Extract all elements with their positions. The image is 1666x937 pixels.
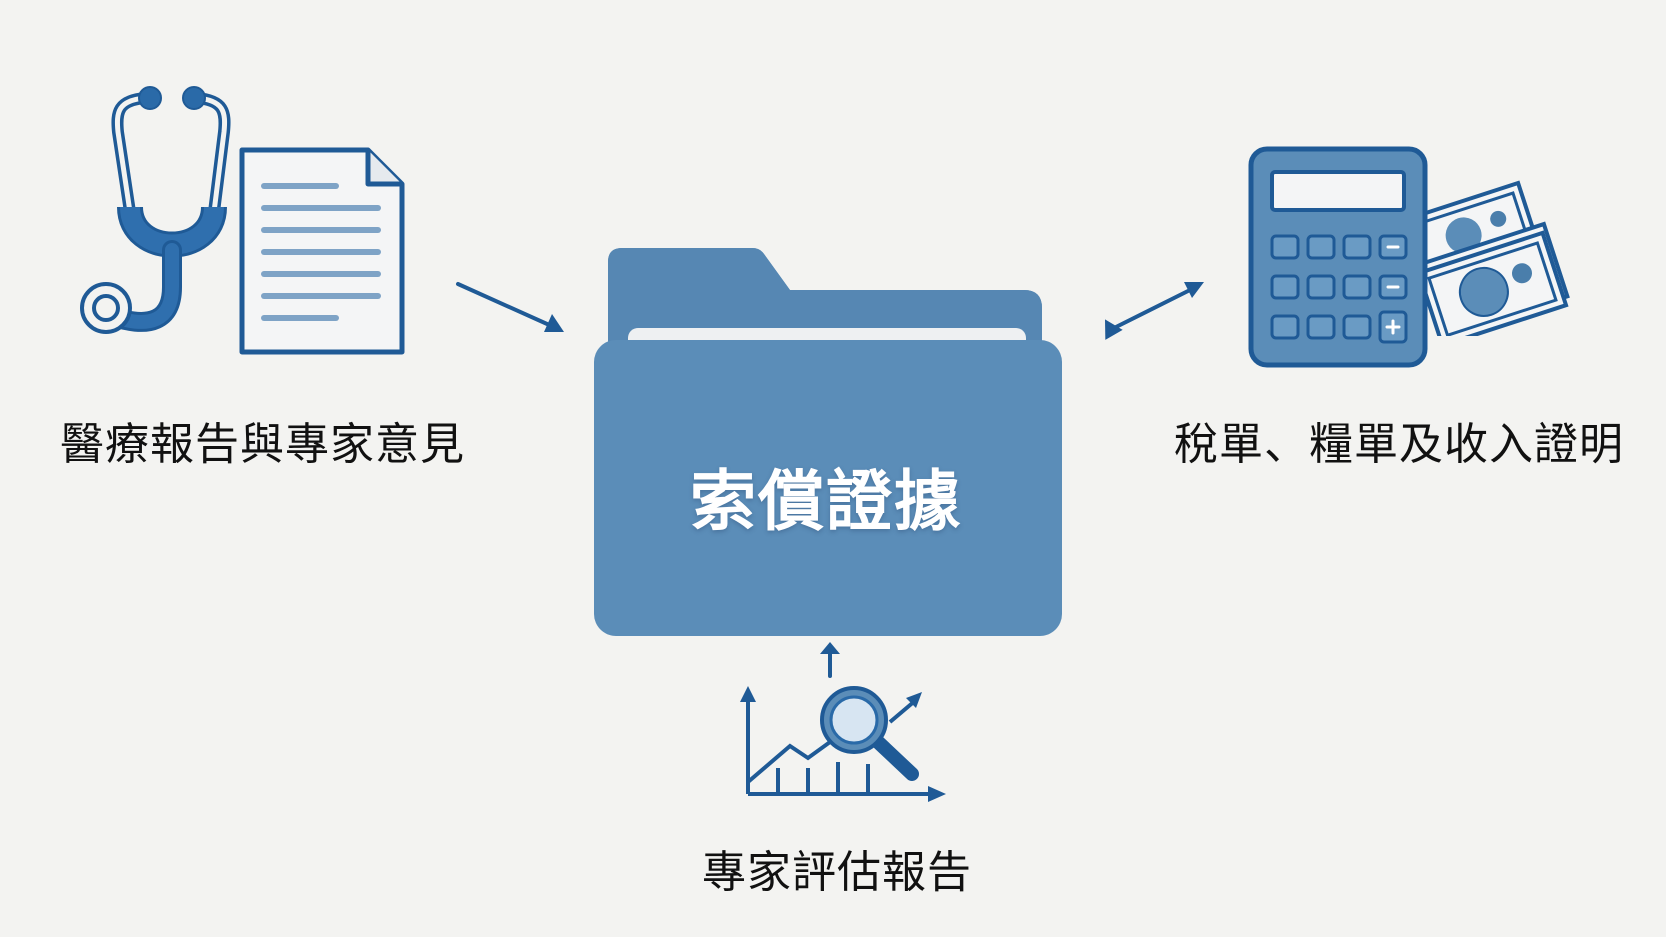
arrow-up-icon — [818, 640, 842, 678]
calculator-icon — [1248, 146, 1428, 368]
center-title: 索償證據 — [690, 463, 962, 540]
node-label-income: 稅單、糧單及收入證明 — [1174, 419, 1624, 470]
node-label-medical: 醫療報告與專家意見 — [60, 419, 465, 470]
arrow-bidirectional-icon — [1096, 278, 1208, 340]
banknotes-icon — [1406, 166, 1572, 336]
node-label-expert: 專家評估報告 — [702, 847, 972, 898]
folder-icon — [594, 248, 1062, 636]
stethoscope-icon — [78, 82, 238, 342]
document-icon — [238, 146, 408, 358]
arrow-right-down-icon — [452, 278, 572, 338]
chart-magnifier-icon — [740, 682, 950, 808]
